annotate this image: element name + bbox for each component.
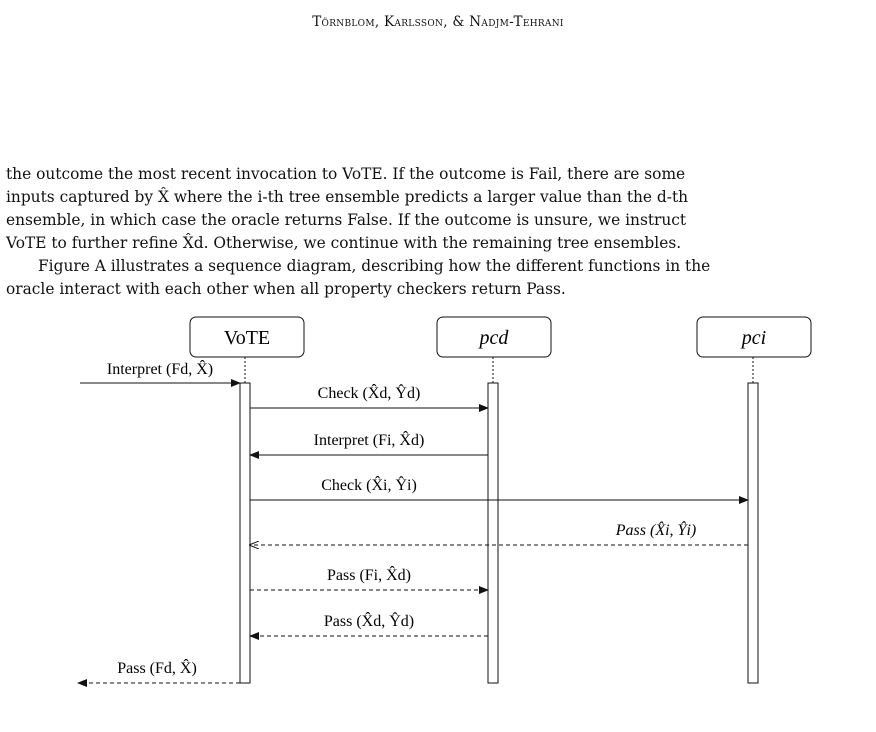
paragraph-line: inputs captured by X̂ where the i-th tre…: [6, 188, 689, 206]
participant-box-pci: [696, 316, 812, 358]
activation-bar-pci: [747, 382, 759, 684]
message-label: Pass (X̂i, Ŷi): [615, 520, 696, 539]
message-label: Interpret (Fd, X̂): [107, 359, 213, 378]
sequence-diagram: VoTE pcd pci Interpret (Fd, X̂) Check (X…: [77, 316, 812, 687]
paragraph-2: Figure A illustrates a sequence diagram,…: [6, 255, 870, 301]
participant-box-pcd: [436, 316, 552, 358]
message-label: Pass (Fd, X̂): [117, 658, 197, 677]
activation-bar-pcd: [487, 382, 499, 684]
activation-bar-vote: [239, 382, 251, 684]
participant-box-vote: [189, 316, 305, 358]
message-label: Pass (X̂d, Ŷd): [324, 611, 414, 630]
paragraph-line: VoTE to further refine X̂d. Otherwise, w…: [6, 234, 682, 252]
paragraph-line: oracle interact with each other when all…: [6, 280, 566, 298]
paragraph-line: Figure A illustrates a sequence diagram,…: [38, 257, 711, 275]
paragraph-line: ensemble, in which case the oracle retur…: [6, 211, 687, 229]
message-label: Check (X̂d, Ŷd): [318, 383, 421, 402]
message-label: Interpret (Fi, X̂d): [314, 430, 425, 449]
running-header: Törnblom, Karlsson, & Nadjm-Tehrani: [312, 14, 564, 30]
message-label: Pass (Fi, X̂d): [327, 565, 411, 584]
participant-label-pcd: pcd: [478, 327, 510, 349]
paragraph-1: the outcome the most recent invocation t…: [6, 163, 870, 255]
message-label: Check (X̂i, Ŷi): [321, 475, 417, 494]
participant-label-pci: pci: [740, 327, 766, 349]
paragraph-line: the outcome the most recent invocation t…: [6, 165, 686, 183]
participant-label-vote: VoTE: [224, 327, 270, 349]
